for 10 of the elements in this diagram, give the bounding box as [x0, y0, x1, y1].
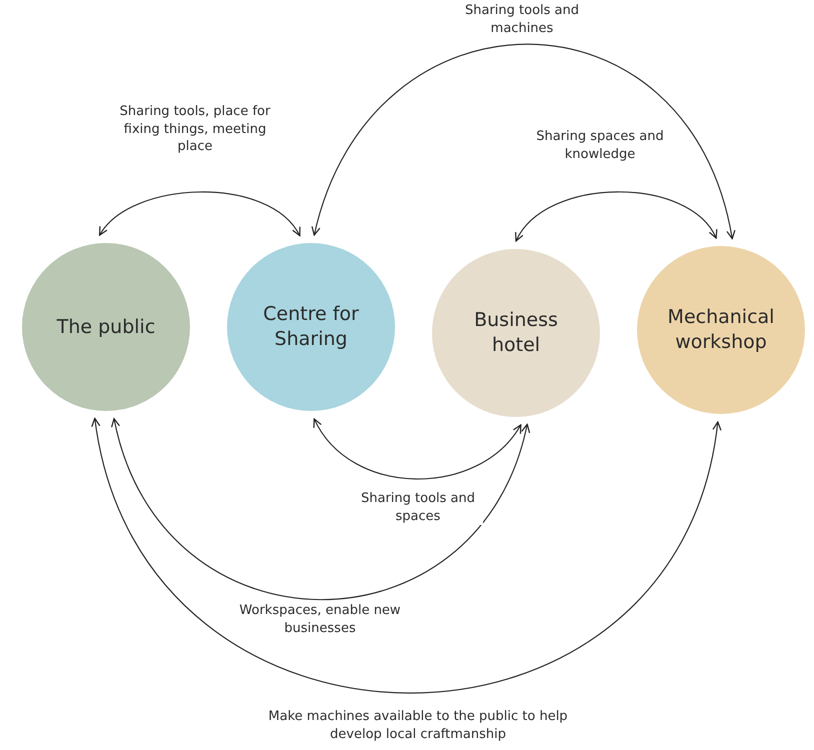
node-label: Business hotel: [473, 308, 559, 358]
double-headed-arrow: [98, 192, 300, 236]
node-label: The public: [56, 314, 156, 340]
node-label: Centre for Sharing: [262, 302, 360, 352]
double-headed-arrow: [314, 418, 522, 480]
double-headed-arrow: [312, 44, 735, 240]
double-headed-arrow: [515, 191, 717, 242]
double-headed-arrow: [112, 418, 530, 600]
node-label: Mechanical workshop: [666, 305, 776, 355]
double-headed-arrow: [92, 418, 720, 694]
